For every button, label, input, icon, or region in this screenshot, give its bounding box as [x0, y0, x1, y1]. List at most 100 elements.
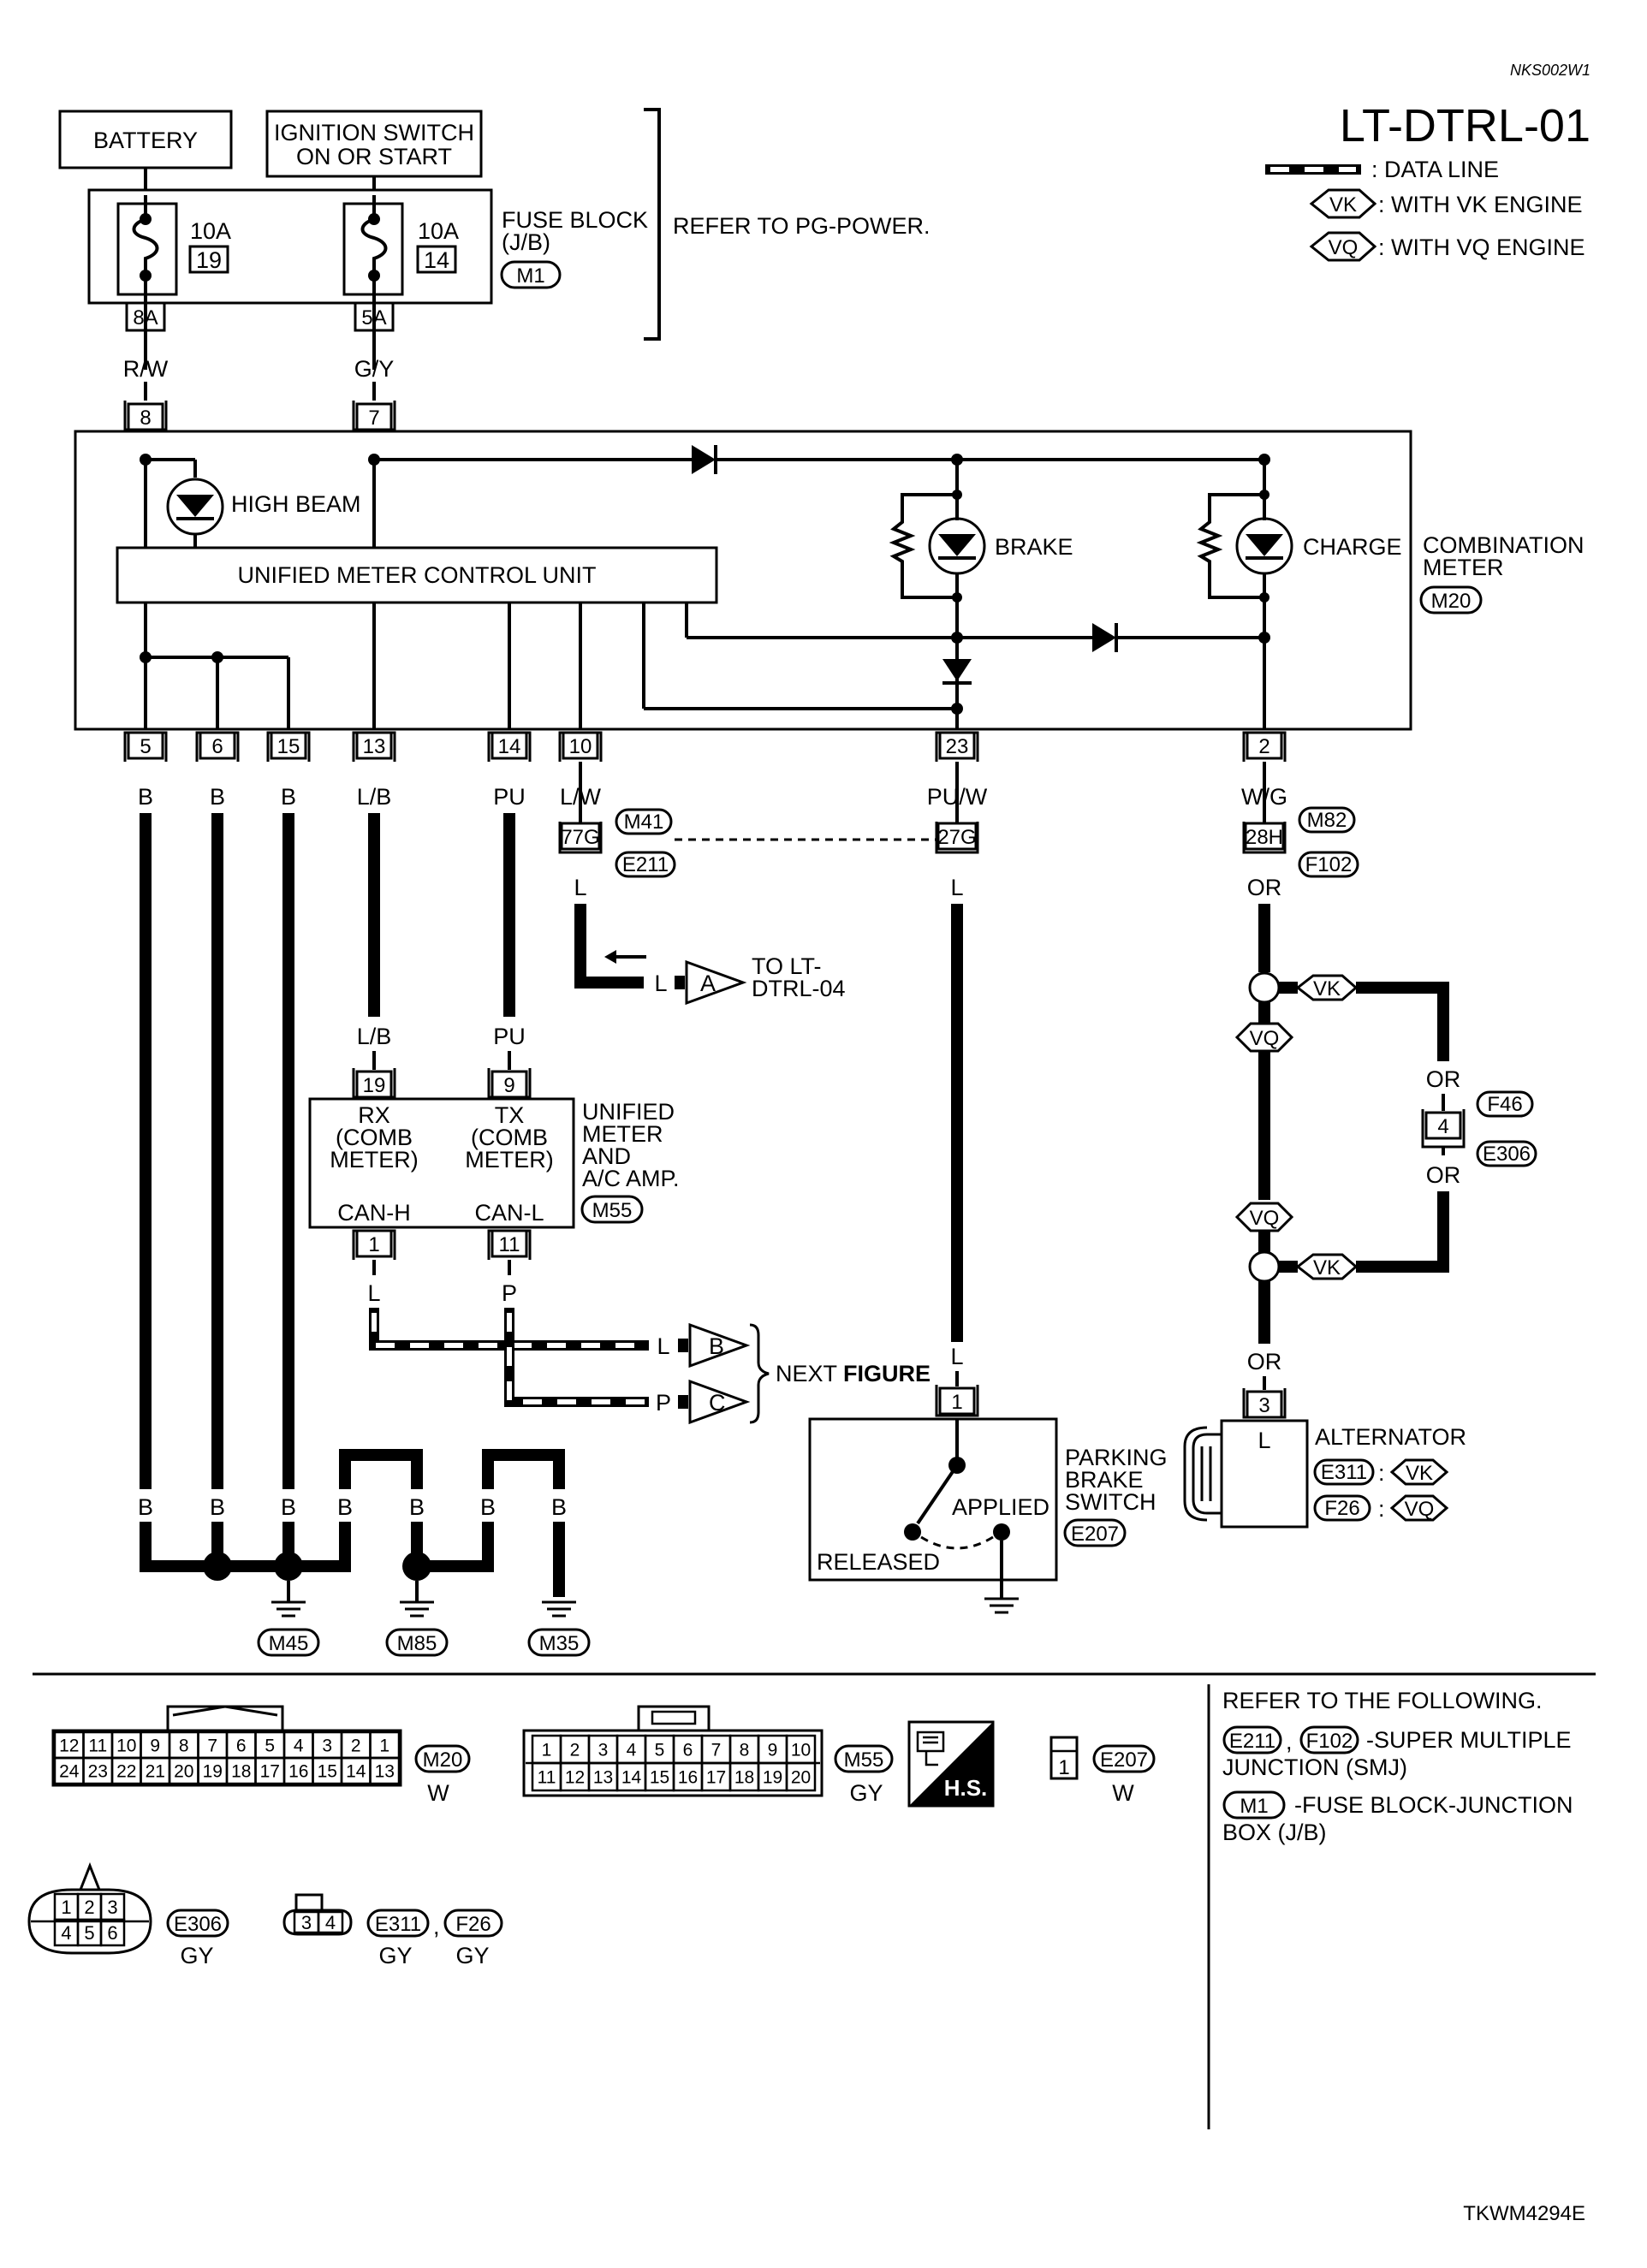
ground-wire-6: B	[480, 1494, 496, 1520]
ground-m85: M85	[397, 1632, 437, 1655]
vq-tag-icon	[1389, 1494, 1449, 1522]
smj-conn-f102: F102	[1305, 853, 1353, 876]
m55-pin-label: 3	[598, 1741, 609, 1760]
unified-meter-control-unit	[116, 546, 718, 604]
m55-pin-label: 6	[683, 1741, 693, 1760]
alt-conn-f26: F26	[1324, 1497, 1359, 1520]
alternator-name: ALTERNATOR	[1315, 1424, 1466, 1450]
m20-pin-label: 19	[203, 1762, 223, 1782]
fuse-19-icon	[132, 195, 159, 276]
m55-pin-label: 7	[711, 1741, 722, 1760]
brake-resistor-icon	[889, 493, 957, 599]
ground-m45: M45	[269, 1632, 309, 1655]
m55-pin-label: 2	[570, 1741, 580, 1760]
e207-id: E207	[1100, 1748, 1148, 1772]
meter-wire-14: PU	[493, 784, 526, 810]
m20-pin-label: 15	[318, 1762, 337, 1782]
f26-id: F26	[455, 1913, 491, 1936]
e306-pin-label: 5	[84, 1922, 94, 1944]
meter-pin-23: 23	[946, 735, 969, 758]
alt-vq-3: VQ	[1405, 1498, 1435, 1521]
vk-tag-icon	[1389, 1458, 1449, 1486]
e311-id: E311	[375, 1913, 421, 1936]
e311-color: GY	[378, 1943, 412, 1968]
battery-box	[58, 110, 233, 169]
refer-following: REFER TO THE FOLLOWING. E211 , F102 -SUP…	[1222, 1688, 1573, 1845]
e311-pin-cell	[317, 1910, 344, 1934]
ground-icon	[271, 1600, 306, 1618]
alt-colon-1: :	[1378, 1460, 1385, 1486]
amp-wire-p: P	[502, 1280, 517, 1306]
pbs-name-3: SWITCH	[1065, 1489, 1156, 1515]
amp-tx-1: TX	[495, 1102, 525, 1128]
m55-pin-label: 14	[621, 1768, 642, 1788]
m20-pin-label: 6	[236, 1737, 247, 1756]
m55-pin-label: 18	[734, 1768, 754, 1788]
amp-name-1: UNIFIED	[582, 1099, 675, 1125]
m55-pin-label: 19	[763, 1768, 782, 1788]
ground-wire-2: B	[210, 1494, 225, 1520]
amp-name-3: AND	[582, 1143, 631, 1169]
m20-pin-label: 9	[150, 1737, 160, 1756]
pbs-wire: L	[950, 1344, 963, 1369]
m20-pin-label: 3	[322, 1737, 332, 1756]
m20-pin-label: 4	[294, 1737, 304, 1756]
m20-pin-label: 2	[351, 1737, 361, 1756]
next-figure-label: NEXT FIGURE	[776, 1361, 931, 1386]
next-wire-l: L	[657, 1333, 669, 1359]
amp-can-l: CAN-L	[474, 1200, 544, 1226]
meter-pin-2: 2	[1258, 735, 1269, 758]
unified-meter-ac-amp-box	[308, 1097, 575, 1229]
amp-pin-9: 9	[503, 1074, 514, 1097]
ground-wire-3: B	[281, 1494, 296, 1520]
m20-pin-label: 20	[174, 1762, 193, 1782]
meter-pin-13: 13	[363, 735, 386, 758]
smj-pin-27g: 27G	[937, 826, 976, 849]
dtrl04-wire: L	[654, 971, 667, 996]
meter-wire-13: L/B	[357, 784, 392, 810]
refer-fb-text-2: BOX (J/B)	[1222, 1820, 1327, 1845]
charge-label: CHARGE	[1303, 534, 1402, 560]
next-figure-prefix: NEXT	[776, 1361, 837, 1386]
meter-pin-5: 5	[140, 735, 151, 758]
m20-id: M20	[423, 1748, 463, 1772]
pbs-applied: APPLIED	[952, 1494, 1049, 1520]
alternator-box	[1220, 1419, 1309, 1529]
refer-heading: REFER TO THE FOLLOWING.	[1222, 1688, 1543, 1713]
meter-wire-15: B	[281, 784, 296, 810]
fuse-block-conn-oval	[500, 260, 562, 289]
smj-wire-l2: L	[950, 875, 963, 900]
amp-wire-lb: L/B	[357, 1024, 392, 1049]
m20-pin-label: 5	[265, 1737, 275, 1756]
smj-conn-m82: M82	[1307, 809, 1347, 832]
m20-pin-label: 1	[379, 1737, 389, 1756]
amp-pin-11: 11	[499, 1233, 520, 1256]
alt-conn-f46: F46	[1487, 1093, 1522, 1116]
amp-pin-19: 19	[363, 1074, 386, 1097]
amp-wire-pu: PU	[493, 1024, 526, 1049]
ground-icon	[984, 1597, 1019, 1614]
corner-code: NKS002W1	[1510, 62, 1591, 79]
control-unit-label: UNIFIED METER CONTROL UNIT	[237, 562, 596, 588]
m20-pin-label: 21	[146, 1762, 165, 1782]
e306-pin-label: 4	[61, 1922, 71, 1944]
amp-wire-l: L	[367, 1280, 380, 1306]
smj-wire-l1: L	[574, 875, 586, 900]
m20-pin-label: 8	[179, 1737, 189, 1756]
m20-pin-label: 11	[88, 1737, 107, 1756]
m20-pin-label: 22	[116, 1762, 136, 1782]
alt-vk-1: VK	[1313, 977, 1341, 1000]
legend-vq-text: : WITH VQ ENGINE	[1378, 235, 1585, 260]
combination-meter: 8 7 HIGH BEAM BRAKE	[74, 401, 1585, 810]
dtrl04-label-2: DTRL-04	[752, 976, 846, 1001]
m20-pin-label: 7	[207, 1737, 217, 1756]
ground-wire-7: B	[551, 1494, 567, 1520]
refer-e211: E211	[1229, 1730, 1275, 1753]
amp-rx-1: RX	[358, 1102, 390, 1128]
connector-b-arrow-icon	[688, 1322, 751, 1369]
vk-tag-icon	[1309, 188, 1377, 219]
ground-icon	[542, 1600, 576, 1618]
pbs-name-2: BRAKE	[1065, 1467, 1144, 1493]
